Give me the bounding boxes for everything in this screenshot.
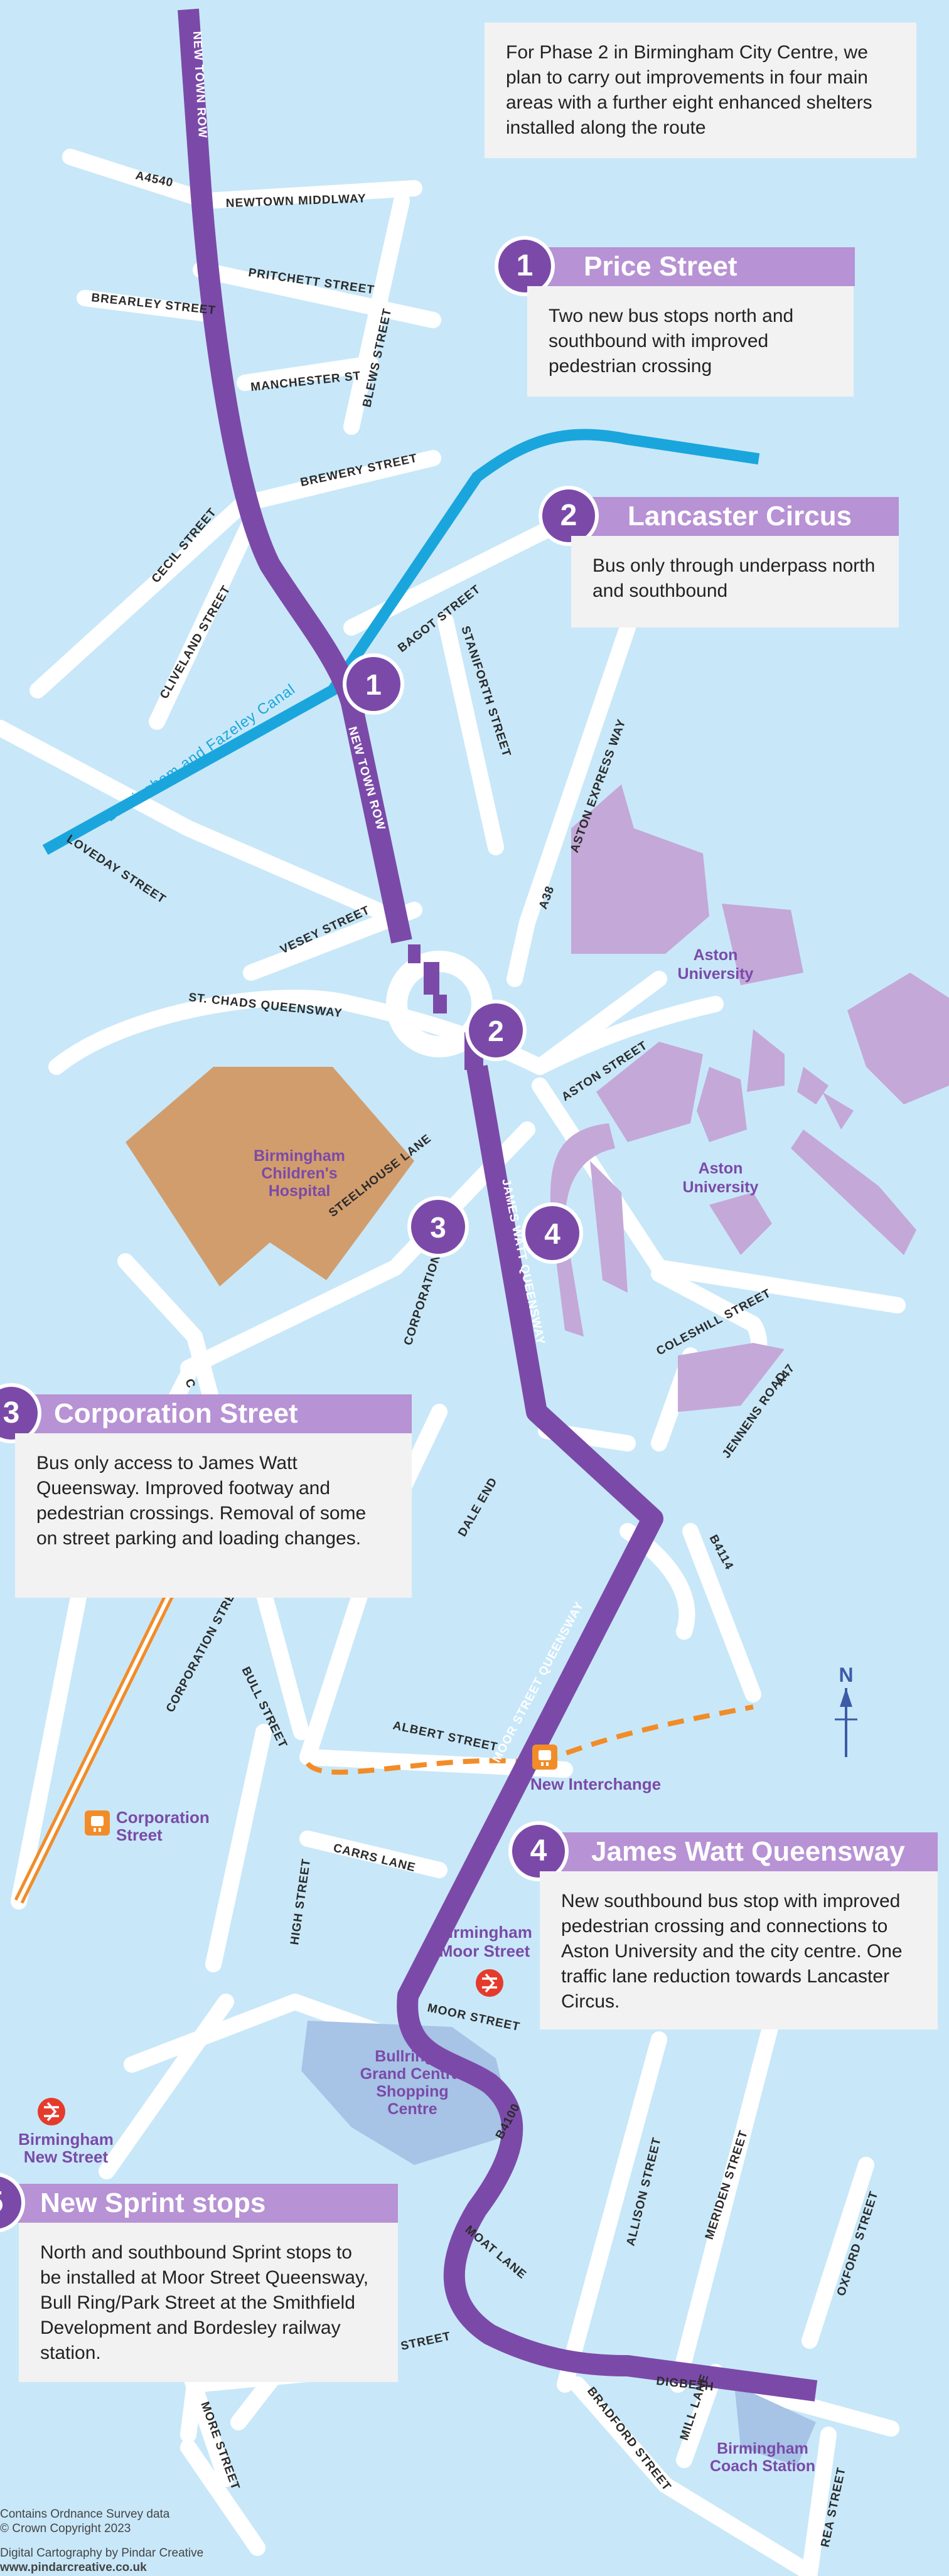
section-1-title: Price Street: [513, 247, 855, 286]
svg-text:Moor Street: Moor Street: [439, 1942, 530, 1960]
interchange-dashed-line: [305, 1704, 754, 1775]
svg-text:Grand Central: Grand Central: [360, 2065, 465, 2083]
section-4-title: James Watt Queensway: [521, 1832, 938, 1871]
svg-text:New Interchange: New Interchange: [530, 1775, 661, 1793]
svg-text:Children's: Children's: [261, 1165, 337, 1182]
intro-box: For Phase 2 in Birmingham City Centre, w…: [485, 23, 916, 158]
svg-text:Birmingham: Birmingham: [254, 1147, 345, 1165]
svg-text:CLIVELAND STREET: CLIVELAND STREET: [158, 584, 233, 702]
section-2-body: Bus only through underpass north and sou…: [571, 536, 899, 628]
svg-text:University: University: [678, 965, 754, 983]
svg-text:Birmingham: Birmingham: [717, 2440, 808, 2457]
place-labels: Aston University Aston University Birmin…: [254, 946, 815, 2475]
section-5-title: New Sprint stops: [0, 2184, 398, 2223]
section-3-title: Corporation Street: [0, 1394, 412, 1433]
intro-text: For Phase 2 in Birmingham City Centre, w…: [506, 42, 872, 138]
svg-text:2: 2: [488, 1015, 504, 1047]
national-rail-icon: [38, 2098, 65, 2125]
svg-text:N: N: [839, 1664, 853, 1686]
aston-university-buildings: [550, 784, 949, 1412]
tram-stop-icon: [532, 1745, 557, 1770]
new-interchange: New Interchange: [530, 1745, 661, 1793]
section-3-body: Bus only access to James Watt Queensway.…: [15, 1433, 412, 1598]
svg-text:Bullring &: Bullring &: [375, 2048, 449, 2065]
section-1-body: Two new bus stops north and southbound w…: [527, 286, 854, 397]
section-4-body: New southbound bus stop with improved pe…: [540, 1871, 938, 2029]
svg-text:Shopping: Shopping: [376, 2083, 448, 2100]
tram-stop-icon: [85, 1810, 110, 1836]
svg-text:New Street: New Street: [24, 2147, 109, 2166]
corporation-street-station: Corporation Street: [85, 1808, 210, 1844]
map-marker-1[interactable]: 1: [343, 653, 404, 715]
svg-text:Aston: Aston: [694, 946, 738, 964]
svg-text:ALBERT STREET: ALBERT STREET: [392, 1719, 499, 1754]
svg-text:Coach Station: Coach Station: [710, 2457, 815, 2475]
map-marker-2[interactable]: 2: [465, 1000, 527, 1061]
svg-text:Centre: Centre: [387, 2100, 437, 2118]
bullring-building: [301, 2021, 515, 2165]
svg-text:DALE END: DALE END: [456, 1475, 500, 1539]
svg-text:LOVEDAY STREET: LOVEDAY STREET: [64, 833, 168, 907]
svg-text:MOAT LANE: MOAT LANE: [463, 2223, 529, 2282]
new-street-station: Birmingham New Street: [18, 2098, 114, 2166]
svg-text:Aston: Aston: [699, 1160, 743, 1177]
svg-text:C: C: [182, 1377, 198, 1391]
svg-text:1: 1: [365, 668, 382, 701]
hospital-building: [126, 1067, 414, 1286]
svg-text:STREET: STREET: [400, 2330, 453, 2353]
national-rail-icon: [476, 1969, 503, 1997]
svg-text:HIGH STREET: HIGH STREET: [288, 1857, 313, 1945]
section-2-title: Lancaster Circus: [557, 497, 899, 536]
svg-text:Birmingham: Birmingham: [437, 1923, 532, 1942]
svg-text:BRADFORD STREET: BRADFORD STREET: [584, 2385, 673, 2494]
moor-street-station: Birmingham Moor Street: [437, 1923, 532, 1997]
svg-text:4: 4: [544, 1217, 560, 1250]
section-5-body: North and southbound Sprint stops to be …: [19, 2223, 398, 2382]
canal-label: Birmingham and Fazeley Canal: [102, 681, 299, 825]
svg-text:Hospital: Hospital: [269, 1182, 331, 1200]
svg-text:Corporation: Corporation: [116, 1808, 210, 1827]
coach-station-building: [734, 2385, 816, 2466]
section-2-badge: 2: [539, 486, 599, 546]
os-credit: Contains Ordnance Survey data © Crown Co…: [0, 2508, 170, 2535]
map-marker-4[interactable]: 4: [522, 1202, 583, 1264]
map-marker-3[interactable]: 3: [407, 1196, 469, 1258]
svg-text:Street: Street: [116, 1825, 163, 1844]
svg-text:3: 3: [430, 1211, 446, 1244]
sprint-route: [178, 8, 818, 2402]
svg-text:Birmingham: Birmingham: [18, 2130, 114, 2149]
svg-text:University: University: [683, 1178, 759, 1196]
north-arrow: N: [835, 1664, 857, 1757]
canal: [42, 429, 760, 855]
cartography-credit: Digital Cartography by Pindar Creative w…: [0, 2547, 204, 2574]
